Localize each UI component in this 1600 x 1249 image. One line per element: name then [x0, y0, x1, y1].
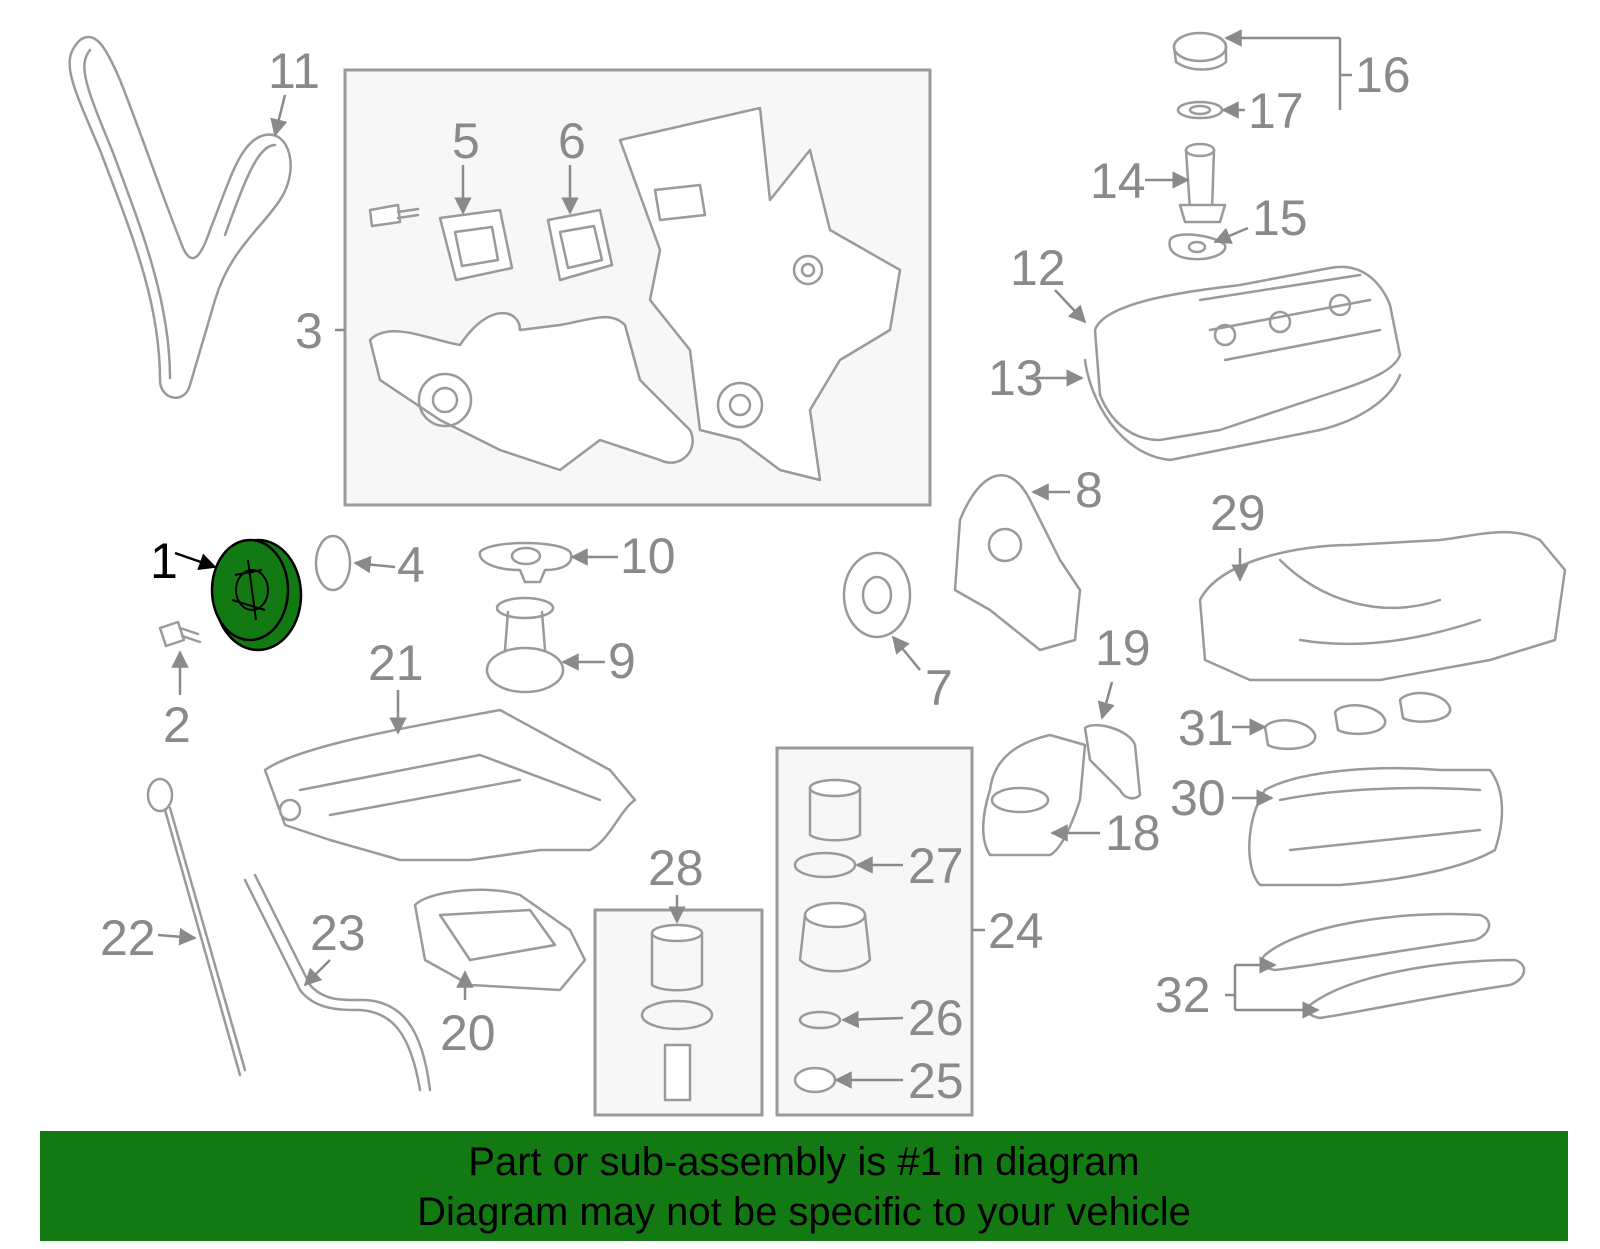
callout-11[interactable]: 11 — [268, 43, 320, 99]
callout-24[interactable]: 24 — [988, 903, 1044, 959]
part-23-dipstick-tube[interactable] — [243, 873, 432, 1092]
part-4-o-ring[interactable] — [314, 534, 352, 592]
part-30-intake-manifold-lower[interactable] — [1248, 766, 1504, 887]
part-9-oil-strainer[interactable] — [485, 596, 565, 694]
callout-18[interactable]: 18 — [1105, 805, 1161, 861]
part-24-oil-filter-group[interactable] — [793, 778, 872, 1094]
callout-7[interactable]: 7 — [925, 660, 953, 716]
callout-4[interactable]: 4 — [397, 537, 425, 593]
callout-12[interactable]: 12 — [1010, 240, 1066, 296]
part-15-gasket[interactable] — [1168, 233, 1227, 261]
part-5-gasket[interactable] — [438, 208, 514, 282]
part-16-oil-filler-cap[interactable] — [1172, 31, 1228, 71]
part-22-oil-dipstick[interactable] — [146, 777, 247, 1077]
callout-26[interactable]: 26 — [908, 990, 964, 1046]
part-17-gasket[interactable] — [1176, 100, 1224, 120]
callout-32[interactable]: 32 — [1155, 967, 1211, 1023]
callout-5[interactable]: 5 — [452, 113, 480, 169]
part-31-intake-gaskets[interactable] — [1263, 691, 1452, 751]
callout-25[interactable]: 25 — [908, 1053, 964, 1109]
part-20-oil-pan-lower[interactable] — [413, 888, 587, 992]
part-21-oil-pan[interactable] — [263, 708, 637, 862]
part-7-oil-pump-rotor[interactable] — [842, 551, 912, 639]
part-28-oil-filter-group[interactable] — [640, 923, 714, 1102]
callout-6[interactable]: 6 — [558, 113, 586, 169]
callout-15[interactable]: 15 — [1252, 190, 1308, 246]
callout-14[interactable]: 14 — [1090, 153, 1146, 209]
part-2-bolt[interactable] — [158, 620, 202, 648]
callout-10[interactable]: 10 — [620, 528, 676, 584]
callout-31[interactable]: 31 — [1178, 700, 1234, 756]
callout-labels: 1 2 3 4 5 6 7 8 9 10 11 12 13 14 15 16 1… — [100, 43, 1411, 1109]
callout-19[interactable]: 19 — [1095, 620, 1151, 676]
callout-3[interactable]: 3 — [295, 303, 323, 359]
part-29-intake-manifold[interactable] — [1198, 530, 1567, 682]
part-6-gasket[interactable] — [546, 208, 614, 282]
part-3-timing-cover-group[interactable] — [368, 106, 902, 482]
part-14-oil-filler-neck[interactable] — [1178, 142, 1227, 224]
callout-1[interactable]: 1 — [150, 533, 178, 589]
parts-diagram: 1 2 3 4 5 6 7 8 9 10 11 12 13 14 15 16 1… — [68, 29, 1567, 1117]
part-12-valve-cover[interactable] — [1093, 265, 1402, 442]
part-11-timing-chain[interactable] — [68, 35, 292, 399]
callout-2[interactable]: 2 — [163, 697, 191, 753]
callout-29[interactable]: 29 — [1210, 485, 1266, 541]
callout-20[interactable]: 20 — [440, 1005, 496, 1061]
banner-line-part-info: Part or sub-assembly is #1 in diagram — [468, 1140, 1140, 1184]
callout-17[interactable]: 17 — [1248, 83, 1304, 139]
part-19-gasket[interactable] — [1083, 723, 1142, 800]
part-10-gasket[interactable] — [478, 541, 573, 584]
callout-16[interactable]: 16 — [1355, 47, 1411, 103]
callout-27[interactable]: 27 — [908, 838, 964, 894]
leader-lines — [157, 29, 1352, 1089]
callout-9[interactable]: 9 — [608, 633, 636, 689]
callout-8[interactable]: 8 — [1075, 462, 1103, 518]
callout-23[interactable]: 23 — [310, 905, 366, 961]
info-banner: Part or sub-assembly is #1 in diagram Di… — [40, 1131, 1568, 1241]
banner-line-disclaimer: Diagram may not be specific to your vehi… — [417, 1190, 1191, 1234]
callout-30[interactable]: 30 — [1170, 770, 1226, 826]
part-8-oil-pump-cover[interactable] — [953, 474, 1082, 652]
callout-28[interactable]: 28 — [648, 840, 704, 896]
callout-22[interactable]: 22 — [100, 910, 156, 966]
part-32-gaskets[interactable] — [1261, 912, 1526, 1020]
callout-13[interactable]: 13 — [988, 350, 1044, 406]
part-13-valve-cover-gasket[interactable] — [1083, 358, 1402, 462]
part-18-oil-filter-housing[interactable] — [982, 733, 1087, 857]
callout-21[interactable]: 21 — [368, 635, 424, 691]
part-1-crankshaft-pulley[interactable] — [210, 538, 303, 652]
